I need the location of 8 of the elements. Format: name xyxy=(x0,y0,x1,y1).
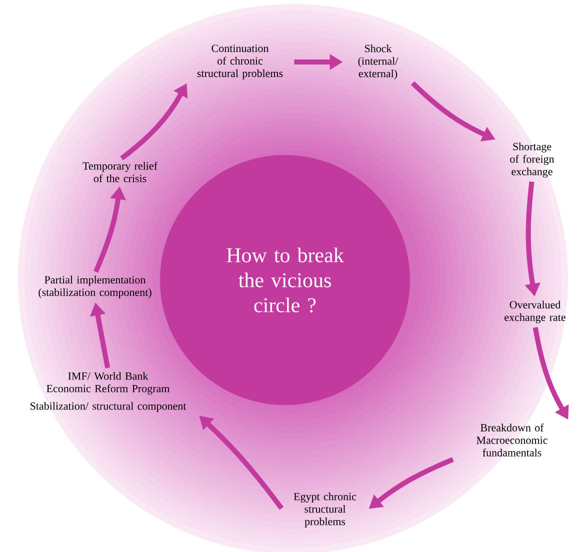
step-text: Shock (internal/ external) xyxy=(358,44,398,80)
step-text: Egypt chronic structural problems xyxy=(294,492,356,528)
step-text: Partial implementation (stabilization component) xyxy=(38,276,152,298)
step-text: Breakdown of Macroeconomic fundamentals xyxy=(476,424,548,456)
step-text: Temporary relief of the crisis xyxy=(82,162,158,182)
step-text: Shortage of foreign exchange xyxy=(510,142,554,178)
step-text: Overvalued exchange rate xyxy=(504,300,566,324)
step-text: Continuation of chronic structural problems xyxy=(197,44,283,80)
